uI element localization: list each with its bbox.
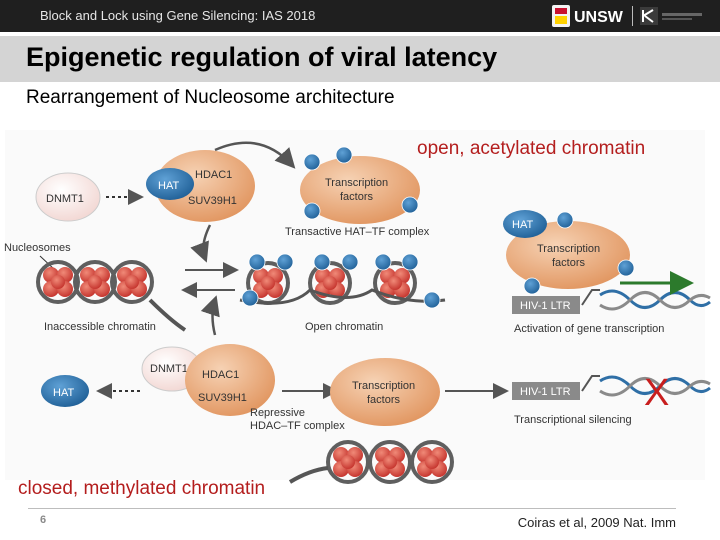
ac-icon — [303, 153, 321, 171]
closed-chromatin-caption: closed, methylated chromatin — [18, 478, 266, 499]
hat-label-top: HAT — [158, 180, 179, 192]
hdac-complex-bottom — [185, 344, 275, 416]
epigenetic-diagram: DNMT1 HDAC1 SUV39H1 HAT Transcription fa… — [4, 130, 711, 484]
block-x-mark: X — [644, 372, 669, 414]
page-number: 6 — [40, 514, 47, 526]
suv39h1-label-bottom: SUV39H1 — [198, 392, 247, 404]
ac-icon — [401, 253, 419, 271]
dna-strand-open — [239, 288, 446, 305]
ac-icon — [313, 253, 331, 271]
hat-label-bottom: HAT — [53, 387, 74, 399]
slide-title: Epigenetic regulation of viral latency — [26, 42, 498, 72]
hat-label-right: HAT — [512, 219, 533, 231]
ac-icon — [335, 146, 353, 164]
citation: Coiras et al, 2009 Nat. Imm — [517, 515, 676, 530]
ac-icon — [248, 253, 266, 271]
presentation-title: Block and Lock using Gene Silencing: IAS… — [40, 8, 316, 23]
hdac1-label-top: HDAC1 — [195, 169, 232, 181]
dnmt1-protein-top — [35, 172, 101, 222]
dnmt1-label-top: DNMT1 — [46, 193, 84, 205]
promoter-arrow-top — [581, 289, 600, 306]
ac-icon — [374, 253, 392, 271]
ac-icon — [617, 259, 635, 277]
logo-text: UNSW — [574, 9, 624, 26]
tf-label2-top: factors — [340, 191, 374, 203]
dna-strand-closed — [288, 466, 329, 484]
promoter-arrow-bottom — [581, 375, 600, 392]
suv39h1-label-top: SUV39H1 — [188, 195, 237, 207]
dnmt1-label-bottom: DNMT1 — [150, 363, 188, 375]
open-chromatin-label: Open chromatin — [305, 321, 383, 333]
tf-label2-bottom: factors — [367, 394, 401, 406]
slide-subtitle: Rearrangement of Nucleosome architecture — [26, 87, 395, 108]
hat-protein-bottom — [41, 375, 89, 407]
nucleosomes-label: Nucleosomes — [4, 242, 71, 254]
tf-label1-right: Transcription — [537, 243, 600, 255]
tf-label1-bottom: Transcription — [352, 380, 415, 392]
ac-icon — [423, 291, 441, 309]
tf-label1-top: Transcription — [325, 177, 388, 189]
header-bar: Block and Lock using Gene Silencing: IAS… — [0, 0, 720, 32]
transcription-factors-bottom — [330, 358, 440, 426]
ac-icon — [303, 202, 321, 220]
ac-icon — [341, 253, 359, 271]
unsw-logo: UNSW — [552, 5, 702, 27]
hat-protein-right — [503, 210, 547, 238]
hiv-ltr-label-top: HIV-1 LTR — [520, 300, 571, 312]
activation-label: Activation of gene transcription — [514, 323, 664, 335]
hiv-ltr-box-bottom — [512, 382, 580, 400]
repressive-label1: Repressive — [250, 407, 305, 419]
curve-arrow-up — [200, 295, 220, 336]
transcription-factors-right — [506, 221, 630, 289]
ac-icon — [241, 289, 259, 307]
hdac1-label-bottom: HDAC1 — [202, 369, 239, 381]
curve-arrow-top — [214, 141, 296, 169]
ac-icon — [556, 211, 574, 229]
hiv-ltr-box-top — [512, 296, 580, 314]
hat-protein-top — [146, 168, 194, 200]
transactive-label: Transactive HAT–TF complex — [285, 226, 430, 238]
ac-icon — [523, 277, 541, 295]
dna-strand-inaccessible — [148, 298, 187, 332]
ac-icon — [276, 253, 294, 271]
inaccessible-label: Inaccessible chromatin — [44, 321, 156, 333]
hdac-complex-top — [155, 150, 255, 222]
tf-label2-right: factors — [552, 257, 586, 269]
silencing-label: Transcriptional silencing — [514, 414, 632, 426]
curve-arrow-down — [190, 224, 212, 263]
title-band — [0, 36, 720, 82]
dna-helix-bottom-b — [599, 377, 711, 397]
hiv-ltr-label-bottom: HIV-1 LTR — [520, 386, 571, 398]
ac-icon — [401, 196, 419, 214]
footer-divider — [28, 508, 676, 509]
repressive-label2: HDAC–TF complex — [250, 420, 345, 432]
dna-helix-top-b — [599, 291, 711, 311]
open-chromatin-caption: open, acetylated chromatin — [417, 138, 646, 159]
transcription-factors-top — [300, 156, 420, 224]
